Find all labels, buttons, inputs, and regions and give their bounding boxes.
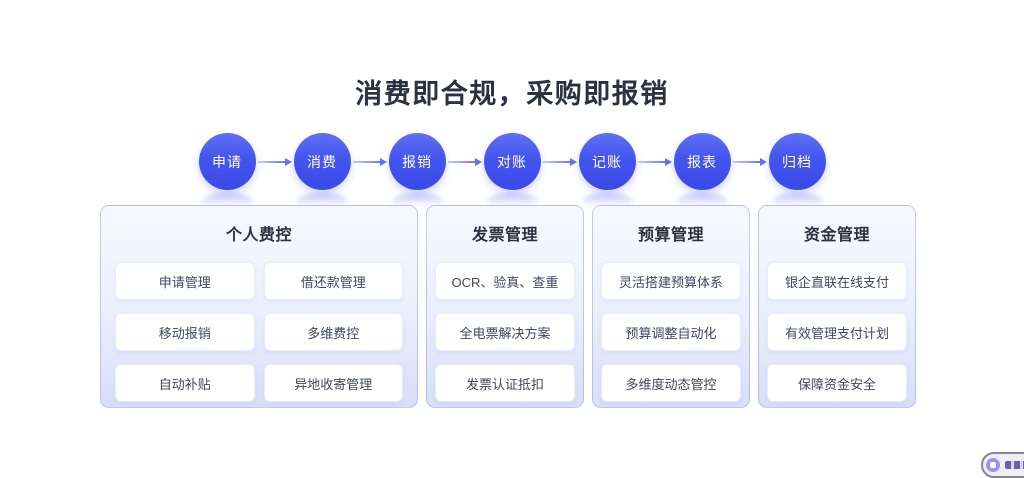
arrow-right-icon xyxy=(351,157,389,166)
feature-card: 预算调整自动化 xyxy=(601,313,741,351)
flow-circle: 对账 xyxy=(483,133,541,190)
feature-panels: 个人费控 申请管理 借还款管理 移动报销 多维费控 自动补贴 异地收寄管理 发票… xyxy=(100,205,916,408)
feature-card: 自动补贴 xyxy=(115,364,255,402)
panel-personal-expense-control: 个人费控 申请管理 借还款管理 移动报销 多维费控 自动补贴 异地收寄管理 xyxy=(100,205,418,408)
panel-card-grid: 申请管理 借还款管理 移动报销 多维费控 自动补贴 异地收寄管理 xyxy=(101,262,417,402)
feature-card: 多维度动态管控 xyxy=(601,364,741,402)
flow-step-label: 记账 xyxy=(592,153,622,170)
panel-card-grid: 银企直联在线支付 有效管理支付计划 保障资金安全 xyxy=(759,262,915,402)
flow-step-label: 对账 xyxy=(497,153,527,170)
flow-step-apply: 申请 xyxy=(198,133,256,209)
feature-card: 异地收寄管理 xyxy=(263,364,403,402)
panel-title: 个人费控 xyxy=(225,227,292,244)
flow-circle: 消费 xyxy=(293,133,351,190)
feature-card: 灵活搭建预算体系 xyxy=(601,262,741,300)
chat-assistant-icon xyxy=(986,458,1000,472)
panel-title: 发票管理 xyxy=(471,227,538,244)
flow-step-label: 报销 xyxy=(402,153,432,170)
flow-step-bookkeep: 记账 xyxy=(578,133,636,209)
feature-card: 全电票解决方案 xyxy=(435,313,575,351)
panel-invoice-management: 发票管理 OCR、验真、查重 全电票解决方案 发票认证抵扣 xyxy=(426,205,584,408)
flow-circle: 报表 xyxy=(673,133,731,190)
feature-card: 银企直联在线支付 xyxy=(767,262,907,300)
arrow-right-icon xyxy=(541,157,579,166)
arrow-right-icon xyxy=(446,157,484,166)
panel-title: 资金管理 xyxy=(803,227,870,244)
panel-card-grid: 灵活搭建预算体系 预算调整自动化 多维度动态管控 xyxy=(593,262,749,402)
arrow-right-icon xyxy=(256,157,294,166)
chat-widget[interactable] xyxy=(981,452,1024,478)
process-flow: 申请 消费 报销 对账 记账 报表 归档 xyxy=(0,133,1024,209)
feature-card: 移动报销 xyxy=(115,313,255,351)
flow-step-label: 消费 xyxy=(307,153,337,170)
chat-widget-text-decoration xyxy=(1005,461,1024,469)
feature-card: 申请管理 xyxy=(115,262,255,300)
feature-card: 发票认证抵扣 xyxy=(435,364,575,402)
page-title: 消费即合规，采购即报销 xyxy=(355,79,669,110)
feature-card: 多维费控 xyxy=(263,313,403,351)
flow-step-label: 申请 xyxy=(212,153,242,170)
panel-budget-management: 预算管理 灵活搭建预算体系 预算调整自动化 多维度动态管控 xyxy=(592,205,750,408)
flow-step-reimburse: 报销 xyxy=(388,133,446,209)
flow-step-consume: 消费 xyxy=(293,133,351,209)
feature-card: 借还款管理 xyxy=(263,262,403,300)
arrow-right-icon xyxy=(731,157,769,166)
feature-card: 有效管理支付计划 xyxy=(767,313,907,351)
flow-step-label: 报表 xyxy=(687,153,717,170)
flow-circle: 记账 xyxy=(578,133,636,190)
flow-step-archive: 归档 xyxy=(768,133,826,209)
arrow-right-icon xyxy=(636,157,674,166)
feature-card: 保障资金安全 xyxy=(767,364,907,402)
flow-circle: 归档 xyxy=(768,133,826,190)
flow-step-report: 报表 xyxy=(673,133,731,209)
feature-card: OCR、验真、查重 xyxy=(435,262,575,300)
flow-circle: 申请 xyxy=(198,133,256,190)
flow-step-reconcile: 对账 xyxy=(483,133,541,209)
flow-step-label: 归档 xyxy=(782,153,812,170)
panel-card-grid: OCR、验真、查重 全电票解决方案 发票认证抵扣 xyxy=(427,262,583,402)
panel-title: 预算管理 xyxy=(637,227,704,244)
flow-circle: 报销 xyxy=(388,133,446,190)
panel-funds-management: 资金管理 银企直联在线支付 有效管理支付计划 保障资金安全 xyxy=(758,205,916,408)
